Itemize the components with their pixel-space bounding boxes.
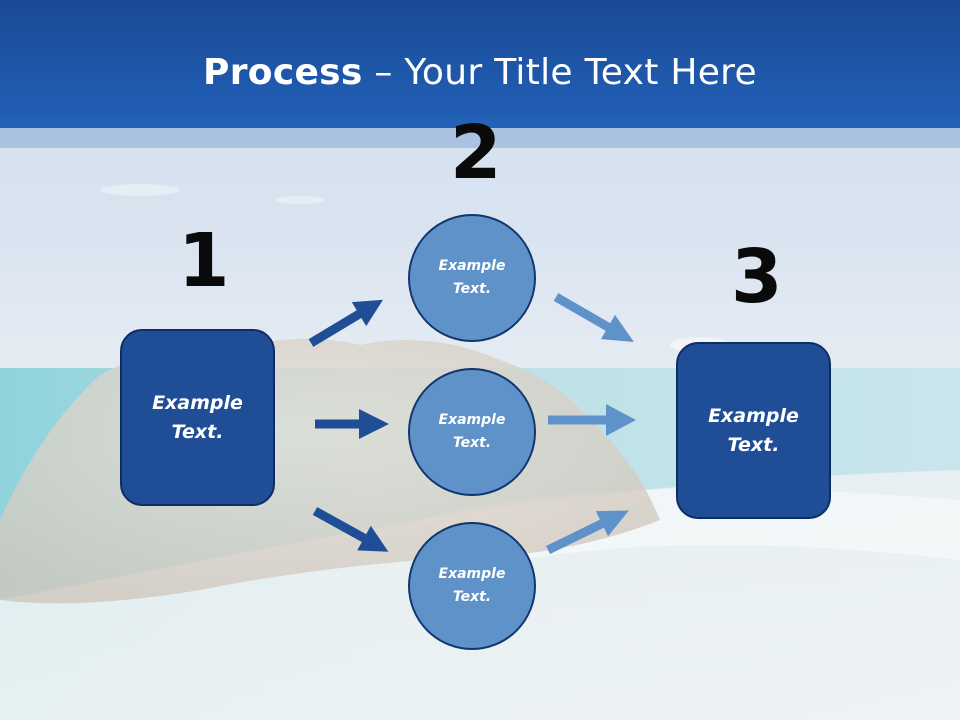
process-circle-middle: Example Text. [408, 368, 536, 496]
left-process-box: Example Text. [120, 329, 275, 506]
arrow-middle-to-right [548, 404, 636, 436]
title-bold: Process [203, 52, 363, 93]
slide-title: Process – Your Title Text Here [0, 52, 960, 93]
step-number-2: 2 [450, 110, 502, 196]
process-circle-top: Example Text. [408, 214, 536, 342]
circle-top-label: Example Text. [438, 258, 506, 297]
arrow-top-to-right [553, 293, 634, 342]
right-process-box: Example Text. [676, 342, 831, 519]
arrow-left-to-top [308, 299, 384, 347]
process-circle-bottom: Example Text. [408, 522, 536, 650]
step-number-3: 3 [731, 234, 783, 320]
circle-bottom-label: Example Text. [438, 566, 506, 605]
arrow-bottom-to-right [546, 510, 629, 555]
right-box-label: Example Text. [708, 404, 799, 456]
circle-middle-label: Example Text. [438, 412, 506, 451]
arrow-left-to-middle [315, 409, 389, 439]
title-rest: – Your Title Text Here [362, 52, 757, 93]
arrow-left-to-bottom [312, 507, 389, 552]
left-box-label: Example Text. [152, 391, 243, 443]
step-number-1: 1 [178, 218, 230, 304]
